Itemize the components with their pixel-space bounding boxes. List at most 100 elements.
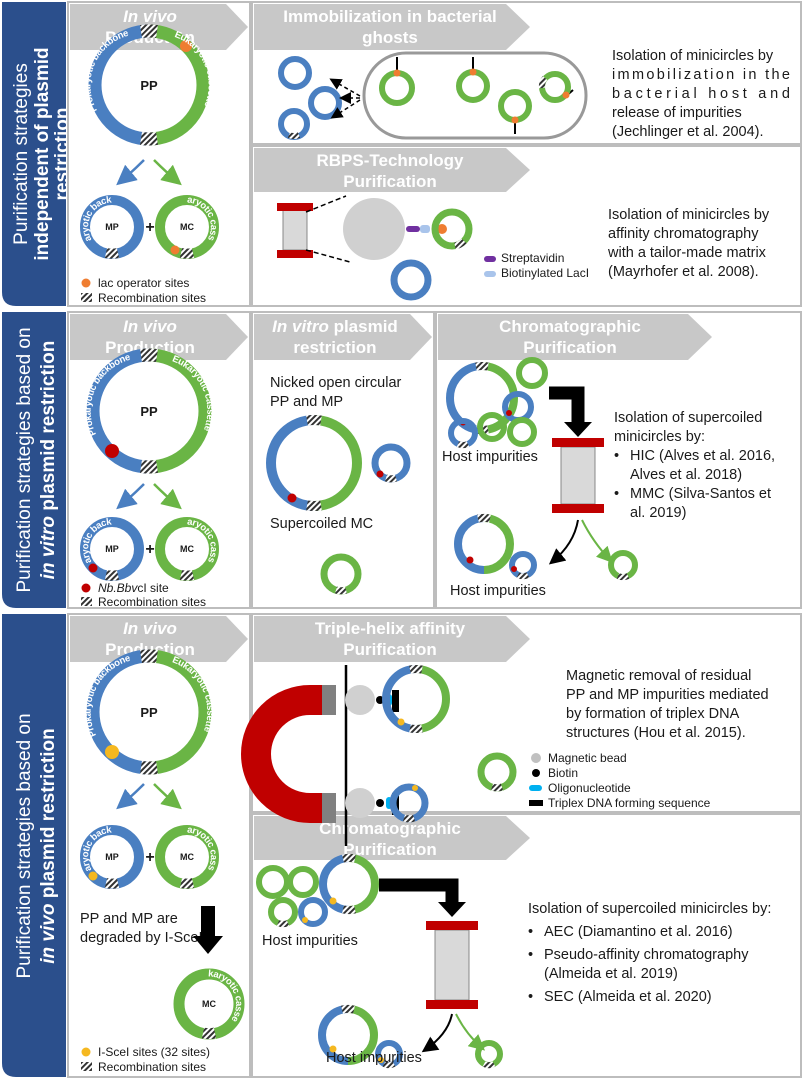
svg-text:Prokaryotic backbone: Prokaryotic backbone [83, 352, 132, 438]
panel-borders [67, 1, 802, 1078]
legend-recomb-3: Recombination sites [98, 1060, 206, 1074]
svg-text:with a tailor-made matrix: with a tailor-made matrix [607, 245, 767, 261]
svg-text:Supercoiled MC: Supercoiled MC [270, 516, 373, 532]
legend-streptavidin: Streptavidin [501, 251, 564, 265]
svg-text:•: • [528, 989, 533, 1005]
svg-text:Isolation of supercoiled minic: Isolation of supercoiled minicircles by: [528, 901, 771, 917]
svg-text:(Almeida et al. 2019): (Almeida et al. 2019) [544, 966, 678, 982]
svg-text:Purification: Purification [343, 640, 437, 659]
side-band-3: Purification strategies based on in vivo… [2, 614, 66, 1077]
svg-text:(Mayrhofer et al. 2008).: (Mayrhofer et al. 2008). [608, 264, 759, 280]
legend-biotinylated: Biotinylated LacI [501, 266, 589, 280]
svg-text:bacterial host and: bacterial host and [612, 86, 790, 102]
svg-text:Isolation of supercoiled: Isolation of supercoiled [614, 410, 762, 426]
svg-text:ghosts: ghosts [362, 28, 418, 47]
legend-biotin: Biotin [548, 766, 578, 780]
svg-text:PP and MP: PP and MP [270, 394, 343, 410]
svg-text:HIC (Alves et al. 2016,: HIC (Alves et al. 2016, [630, 448, 775, 464]
header-s2-restriction: In vitro plasmid restriction [254, 314, 432, 360]
svg-text:immobilization in the: immobilization in the [612, 67, 790, 83]
side-band-2: Purification strategies based on in vitr… [2, 312, 66, 608]
svg-text:MC: MC [180, 222, 194, 232]
s1-rbps-text: Isolation of minicircles by affinity chr… [607, 207, 770, 280]
s3-triplex-text: Magnetic removal of residual PP and MP i… [566, 668, 769, 741]
svg-text:Magnetic removal of residual: Magnetic removal of residual [566, 668, 751, 684]
svg-text:Isolation of minicircles by: Isolation of minicircles by [608, 207, 770, 223]
svg-text:+: + [145, 541, 154, 558]
legend-recomb-1: Recombination sites [98, 291, 206, 305]
header-s1-rbps: RBPS-Technology Purification [254, 148, 530, 192]
svg-text:Prokaryotic backbone: Prokaryotic backbone [83, 653, 132, 739]
svg-text:Host impurities: Host impurities [326, 1050, 422, 1066]
s1-ghosts-text: Isolation of minicircles by immobilizati… [612, 48, 790, 140]
s3-chrom-text: Isolation of supercoiled minicircles by:… [528, 901, 771, 1005]
svg-text:restriction: restriction [293, 338, 376, 357]
svg-text:Purification: Purification [343, 840, 437, 859]
header-s1-ghosts: Immobilization in bacterial ghosts [254, 4, 530, 50]
side-title-1-line1: Purification strategies [11, 63, 32, 245]
legend-triplex: Triplex DNA forming sequence [548, 796, 711, 810]
svg-text:Alves et al. 2018): Alves et al. 2018) [630, 467, 742, 483]
svg-text:PP: PP [140, 404, 158, 419]
svg-text:MC: MC [202, 999, 216, 1009]
svg-text:•: • [528, 924, 533, 940]
svg-text:AEC (Diamantino et al. 2016): AEC (Diamantino et al. 2016) [544, 924, 733, 940]
svg-text:MC: MC [180, 544, 194, 554]
svg-text:+: + [145, 849, 154, 866]
svg-text:MP: MP [105, 544, 119, 554]
s2-chrom-text: Isolation of supercoiled minicircles by:… [614, 410, 775, 521]
svg-text:Host impurities: Host impurities [450, 583, 546, 599]
legend-bead: Magnetic bead [548, 751, 627, 765]
header-s2-chrom: Chromatographic Purification [438, 314, 712, 360]
side-title-2-line2: in vitro plasmid restriction [38, 341, 59, 580]
s1-rbps-diagram: Streptavidin Biotinylated LacI [277, 195, 589, 301]
s1-ghosts-diagram [278, 51, 588, 140]
s2-restriction-diagram: Nicked open circular PP and MP Supercoil… [266, 375, 411, 595]
svg-text:Eukaryotic cassette: Eukaryotic cassette [171, 353, 216, 432]
side-title-3-line2: in vivo plasmid restriction [38, 728, 59, 963]
side-title-1-line2: independent of plasmid [32, 47, 53, 260]
legend-i-scei: I-SceI sites (32 sites) [98, 1045, 210, 1059]
lac-operator-site [180, 40, 192, 52]
svg-text:affinity chromatography: affinity chromatography [608, 226, 759, 242]
side-title-1-line3: restriction [52, 108, 73, 201]
svg-text:In vivo: In vivo [123, 317, 177, 336]
svg-text:In vivo: In vivo [123, 619, 177, 638]
svg-text:Immobilization in bacterial: Immobilization in bacterial [283, 7, 496, 26]
svg-text:RBPS-Technology: RBPS-Technology [316, 151, 464, 170]
header-s3-chrom: Chromatographic Purification [254, 816, 530, 860]
svg-text:MP: MP [105, 852, 119, 862]
svg-text:Eukaryotic cassette: Eukaryotic cassette [171, 654, 216, 733]
svg-text:Host impurities: Host impurities [442, 449, 538, 465]
nbbvci-site [105, 444, 119, 458]
legend-oligo: Oligonucleotide [548, 781, 631, 795]
svg-text:In vivo: In vivo [123, 7, 177, 26]
svg-text:Nicked open circular: Nicked open circular [270, 375, 402, 391]
svg-text:minicircles by:: minicircles by: [614, 429, 705, 445]
header-s3-triplex: Triple-helix affinity Purification [254, 616, 530, 662]
svg-text:al. 2019): al. 2019) [630, 505, 686, 521]
legend-lac: lac operator sites [98, 276, 189, 290]
legend-recomb-2: Recombination sites [98, 595, 206, 609]
i-scei-site [105, 745, 119, 759]
svg-text:•: • [528, 947, 533, 963]
svg-text:+: + [145, 219, 154, 236]
svg-text:structures (Hou et al. 2015).: structures (Hou et al. 2015). [566, 725, 746, 741]
svg-text:Pseudo-affinity chromatography: Pseudo-affinity chromatography [544, 947, 749, 963]
svg-text:PP: PP [140, 705, 158, 720]
svg-text:(Jechlinger et al. 2004).: (Jechlinger et al. 2004). [612, 124, 764, 140]
svg-text:Host impurities: Host impurities [262, 933, 358, 949]
svg-text:Chromatographic: Chromatographic [319, 819, 461, 838]
svg-text:Chromatographic: Chromatographic [499, 317, 641, 336]
svg-text:Purification: Purification [343, 172, 437, 191]
svg-text:Isolation of minicircles by: Isolation of minicircles by [612, 48, 774, 64]
legend-nbbvci: Nb.BbvcI site [98, 581, 169, 595]
s2-chrom-diagram: Host impurities Host impurities [442, 357, 638, 599]
side-band-1: Purification strategies independent of p… [2, 2, 73, 306]
svg-text:•: • [614, 486, 619, 502]
svg-text:PP and MP are: PP and MP are [80, 911, 178, 927]
s3-chrom-diagram: Host impurities Host impurities [256, 853, 503, 1069]
svg-text:MMC (Silva-Santos et: MMC (Silva-Santos et [630, 486, 771, 502]
svg-text:SEC (Almeida et al. 2020): SEC (Almeida et al. 2020) [544, 989, 712, 1005]
